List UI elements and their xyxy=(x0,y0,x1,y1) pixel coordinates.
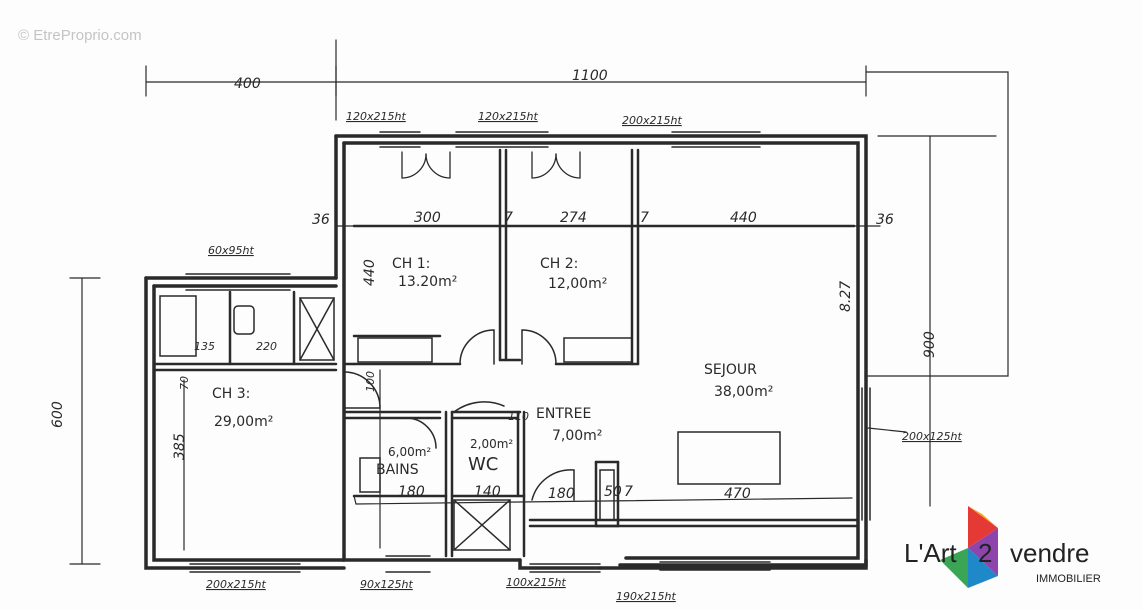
window-label-right: 200x125ht xyxy=(902,430,962,443)
fixtures xyxy=(159,295,781,551)
dimension-lines xyxy=(69,39,1009,565)
window-label-bottom-2: 90x125ht xyxy=(360,578,413,591)
outer-walls xyxy=(144,134,868,570)
room-bains-area: 6,00m² xyxy=(388,445,431,459)
dim-small-a: 135 xyxy=(194,340,215,353)
room-entree-area: 7,00m² xyxy=(552,428,602,444)
window-label-bottom-3: 100x215ht xyxy=(506,576,566,589)
room-ch1-name: CH 1: xyxy=(392,256,430,272)
room-ch3-name: CH 3: xyxy=(212,386,250,402)
dim-sejour-depth: 8.27 xyxy=(838,281,854,312)
window-label-top-1: 120x215ht xyxy=(346,110,406,123)
dim-top-left: 400 xyxy=(234,76,261,92)
logo-shape-red xyxy=(968,506,998,548)
dim-small-b: 220 xyxy=(256,340,277,353)
logo-shape-blue xyxy=(968,548,998,588)
room-entree-name: ENTREE xyxy=(536,406,591,422)
dim-bottom-wc: 140 xyxy=(474,484,501,500)
window-label-top-2: 120x215ht xyxy=(478,110,538,123)
dim-wall-left: 36 xyxy=(312,212,330,228)
logo-brand-left: L'Art xyxy=(904,538,957,568)
dim-small-d: 100 xyxy=(364,371,377,392)
dim-wall-2: 7 xyxy=(640,210,649,226)
dim-small-e: 110 xyxy=(508,410,529,423)
room-sejour-name: SEJOUR xyxy=(704,362,757,378)
closet-doors xyxy=(401,151,581,179)
logo-shape-purple xyxy=(968,528,998,576)
room-wc-name: WC xyxy=(468,454,498,475)
dim-bottom-c: 7 xyxy=(624,484,633,500)
dim-wall-right: 36 xyxy=(876,212,894,228)
dim-ch1-width: 300 xyxy=(414,210,441,226)
window-label-ch3-top: 60x95ht xyxy=(208,244,254,257)
room-wc-area: 2,00m² xyxy=(470,437,513,451)
logo-tagline: IMMOBILIER xyxy=(1036,573,1101,585)
window-label-bottom-1: 200x215ht xyxy=(206,578,266,591)
dim-left-height: 600 xyxy=(50,401,66,428)
dim-small-c: 70 xyxy=(178,376,191,390)
watermark-text: © EtreProprio.com xyxy=(18,27,142,44)
room-bains-name: BAINS xyxy=(376,462,419,478)
logo-brand-number: 2 xyxy=(978,538,992,568)
dim-ch1-depth: 440 xyxy=(362,259,378,286)
dim-right-height: 900 xyxy=(922,331,938,358)
dim-bottom-bains: 180 xyxy=(398,484,425,500)
dim-wall-1: 7 xyxy=(504,210,513,226)
room-ch2-area: 12,00m² xyxy=(548,276,607,292)
room-ch2-name: CH 2: xyxy=(540,256,578,272)
logo-shape-orange xyxy=(968,506,998,528)
agency-logo: L'Art 2 vendre IMMOBILIER xyxy=(904,506,1101,588)
window-label-top-3: 200x215ht xyxy=(622,114,682,127)
dim-bottom-a: 180 xyxy=(548,486,575,502)
dim-bottom-sejour: 470 xyxy=(724,486,751,502)
logo-shape-green xyxy=(940,548,968,588)
dim-ch2-width: 274 xyxy=(560,210,587,226)
dim-sejour-width: 440 xyxy=(730,210,757,226)
dim-bottom-b: 50 xyxy=(604,484,622,500)
room-ch1-area: 13.20m² xyxy=(398,274,457,290)
window-marks xyxy=(185,131,871,573)
window-label-bottom-4: 190x215ht xyxy=(616,590,676,603)
door-swings xyxy=(343,329,575,501)
room-sejour-area: 38,00m² xyxy=(714,384,773,400)
dim-top-total: 1100 xyxy=(572,68,608,84)
room-ch3-area: 29,00m² xyxy=(214,414,273,430)
dim-ch3-depth: 385 xyxy=(172,433,188,460)
logo-brand-right: vendre xyxy=(1010,538,1090,568)
